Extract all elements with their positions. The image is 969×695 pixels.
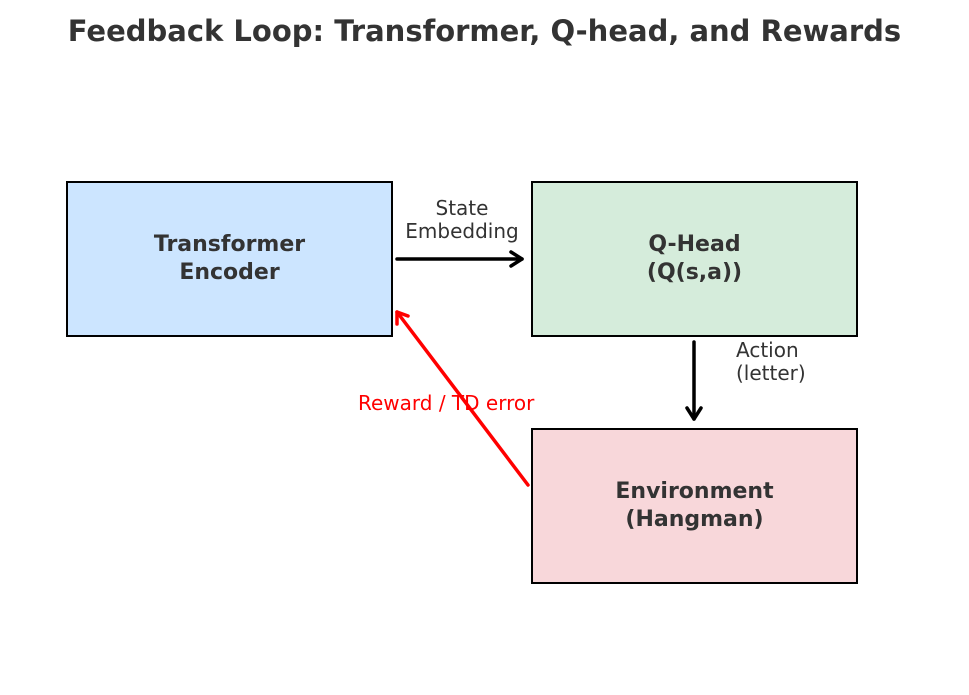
action-label-line-1: Action bbox=[736, 338, 799, 362]
arrow-state-embedding bbox=[395, 250, 524, 268]
reward-td-error-label: Reward / TD error bbox=[358, 391, 535, 415]
environment-label-line-1: Environment bbox=[615, 479, 774, 504]
transformer-encoder-label-line-2: Encoder bbox=[179, 260, 280, 285]
action-label-line-2: (letter) bbox=[736, 361, 806, 385]
state-embedding-label-line-1: State bbox=[435, 196, 489, 220]
action-label: Action (letter) bbox=[736, 339, 806, 385]
transformer-encoder-label-line-1: Transformer bbox=[153, 232, 306, 257]
arrow-action bbox=[685, 340, 703, 421]
environment-box: Environment (Hangman) bbox=[531, 428, 858, 584]
state-embedding-label-line-2: Embedding bbox=[405, 219, 519, 243]
transformer-encoder-box: Transformer Encoder bbox=[66, 181, 393, 337]
arrow-reward-feedback bbox=[395, 310, 530, 487]
state-embedding-label: State Embedding bbox=[382, 197, 542, 243]
q-head-label-line-1: Q-Head bbox=[648, 232, 741, 257]
q-head-box: Q-Head (Q(s,a)) bbox=[531, 181, 858, 337]
q-head-label-line-2: (Q(s,a)) bbox=[646, 260, 743, 285]
diagram-title: Feedback Loop: Transformer, Q-head, and … bbox=[67, 14, 902, 48]
environment-label-line-2: (Hangman) bbox=[625, 507, 764, 532]
